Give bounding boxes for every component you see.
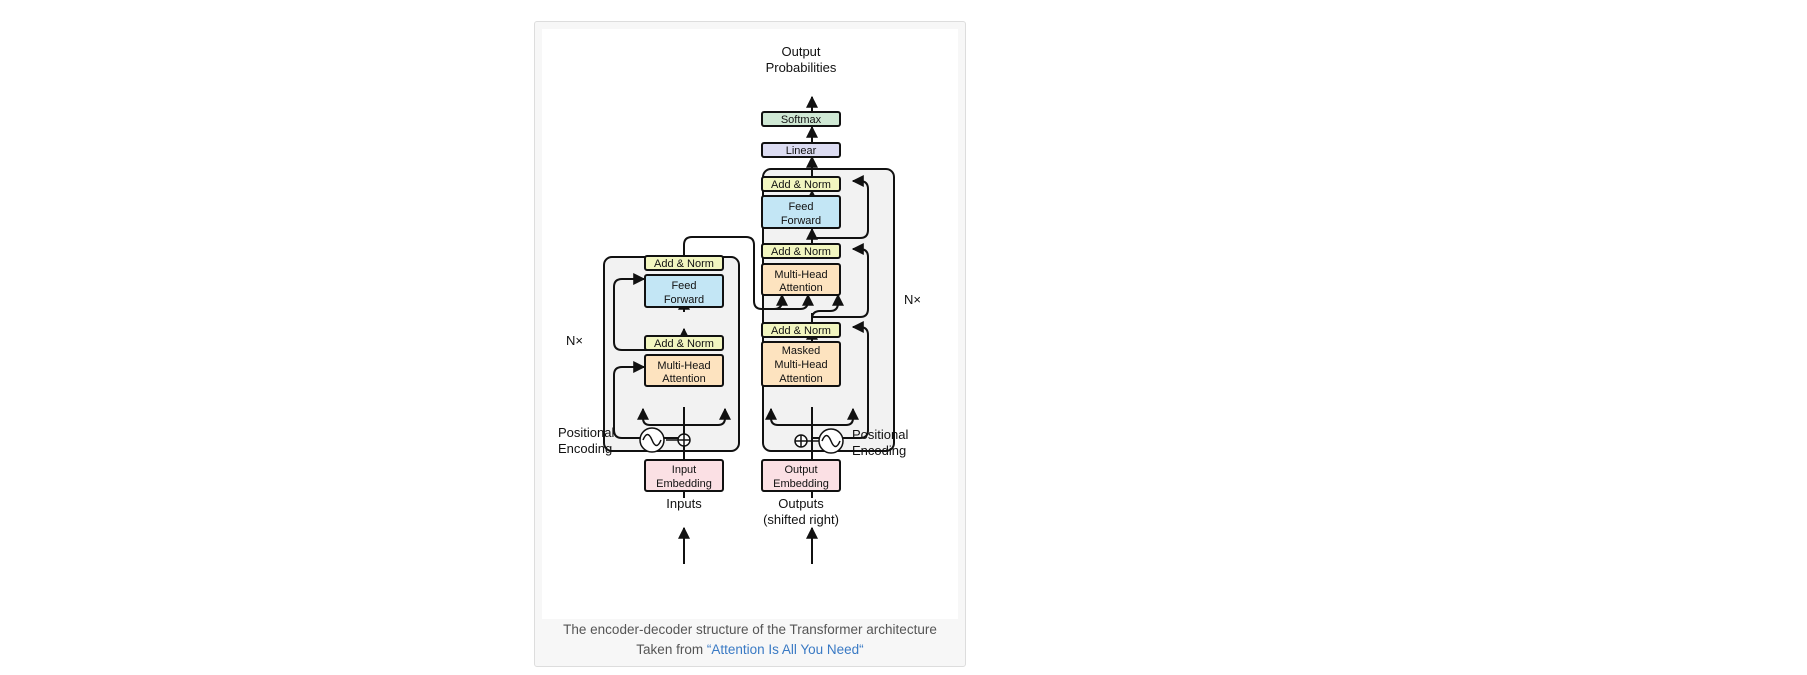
decoder-masked-multi-head-attention	[761, 341, 841, 387]
output-embedding-box	[761, 459, 841, 492]
decoder-add-norm-1	[761, 322, 841, 338]
output-probabilities-label-line2: Probabilities	[766, 60, 837, 75]
paper-link[interactable]: “Attention Is All You Need“	[706, 642, 864, 657]
encoder-add-norm-1	[644, 335, 724, 351]
outputs-label-line2: (shifted right)	[763, 512, 839, 527]
transformer-diagram: Output Probabilities Softmax Linear Add …	[542, 29, 958, 619]
decoder-add-norm-1-label: Add & Norm	[771, 325, 831, 337]
decoder-mha-label-line1: Multi-Head	[774, 269, 827, 281]
encoder-add-norm-2-label: Add & Norm	[654, 258, 714, 270]
output-embedding-label-line1: Output	[784, 464, 817, 476]
encoder-feed-forward-label-line1: Feed	[671, 280, 696, 292]
inputs-label: Inputs	[666, 496, 702, 511]
input-embedding-label-line2: Embedding	[656, 478, 712, 490]
output-probabilities-label-line1: Output	[781, 44, 820, 59]
encoder-positional-wave-icon	[639, 427, 665, 453]
linear-label: Linear	[786, 145, 817, 157]
decoder-feed-forward-label-line1: Feed	[788, 201, 813, 213]
masked-mha-label-line3: Attention	[779, 373, 822, 385]
decoder-add-norm-2-label: Add & Norm	[771, 246, 831, 258]
decoder-add-norm-2	[761, 243, 841, 259]
encoder-multi-head-attention	[644, 354, 724, 387]
encoder-positional-encoding-label-line1: Positional	[558, 425, 614, 440]
caption-line1: The encoder-decoder structure of the Tra…	[563, 622, 937, 637]
decoder-repeat-label: N×	[904, 292, 921, 307]
decoder-multi-head-attention	[761, 263, 841, 296]
encoder-positional-encoding-label-line2: Encoding	[558, 441, 612, 456]
input-embedding-box	[644, 459, 724, 492]
encoder-feed-forward-label-line2: Forward	[664, 294, 704, 306]
decoder-mha-label-line2: Attention	[779, 282, 822, 294]
encoder-adder-icon	[677, 433, 691, 447]
figure-card: Output Probabilities Softmax Linear Add …	[534, 21, 966, 667]
decoder-feed-forward-label-line2: Forward	[781, 215, 821, 227]
encoder-mha-label-line1: Multi-Head	[657, 360, 710, 372]
decoder-adder-icon	[794, 434, 808, 448]
figure-caption: The encoder-decoder structure of the Tra…	[535, 620, 965, 660]
decoder-add-norm-3	[761, 176, 841, 192]
softmax-label: Softmax	[781, 114, 822, 126]
decoder-add-norm-3-label: Add & Norm	[771, 179, 831, 191]
outputs-label-line1: Outputs	[778, 496, 824, 511]
caption-line2: Taken from “Attention Is All You Need“	[535, 640, 965, 660]
decoder-positional-wave-icon	[818, 428, 844, 454]
decoder-positional-encoding-label-line1: Positional	[852, 427, 908, 442]
encoder-add-norm-1-label: Add & Norm	[654, 338, 714, 350]
masked-mha-label-line1: Masked	[782, 345, 821, 357]
masked-mha-label-line2: Multi-Head	[774, 359, 827, 371]
encoder-repeat-label: N×	[566, 333, 583, 348]
input-embedding-label-line1: Input	[672, 464, 696, 476]
caption-prefix: Taken from	[636, 642, 707, 657]
encoder-mha-label-line2: Attention	[662, 373, 705, 385]
output-embedding-label-line2: Embedding	[773, 478, 829, 490]
linear-box	[761, 142, 841, 158]
encoder-add-norm-2	[644, 255, 724, 271]
decoder-positional-encoding-label-line2: Encoding	[852, 443, 906, 458]
decoder-feed-forward	[761, 195, 841, 229]
softmax-box	[761, 111, 841, 127]
encoder-feed-forward	[644, 274, 724, 308]
